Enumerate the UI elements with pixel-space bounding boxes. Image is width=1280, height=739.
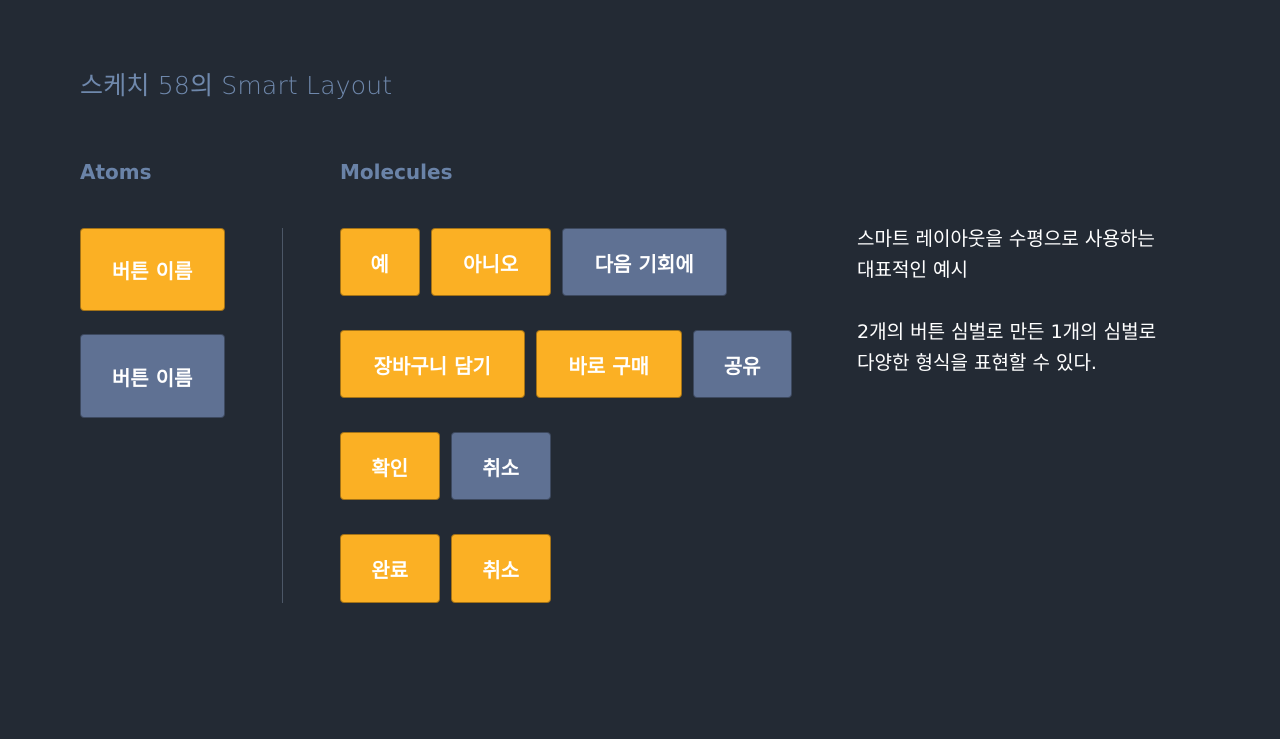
molecules-label: Molecules (340, 160, 453, 184)
section-divider (282, 228, 283, 603)
cancel-button-alt[interactable]: 취소 (451, 534, 551, 603)
next-time-button[interactable]: 다음 기회에 (562, 228, 727, 296)
cancel-button[interactable]: 취소 (451, 432, 551, 500)
description-paragraph-2: 2개의 버튼 심벌로 만든 1개의 심벌로 다양한 형식을 표현할 수 있다. (857, 317, 1237, 379)
page-title: 스케치 58의 Smart Layout (80, 71, 393, 100)
atoms-label: Atoms (80, 160, 152, 184)
atom-button-primary[interactable]: 버튼 이름 (80, 228, 225, 311)
description-line: 대표적인 예시 (857, 259, 968, 281)
confirm-button[interactable]: 확인 (340, 432, 440, 500)
description-line: 다양한 형식을 표현할 수 있다. (857, 352, 1097, 374)
description-line: 스마트 레이아웃을 수평으로 사용하는 (857, 228, 1155, 250)
no-button[interactable]: 아니오 (431, 228, 551, 296)
done-button[interactable]: 완료 (340, 534, 440, 603)
buy-now-button[interactable]: 바로 구매 (536, 330, 682, 398)
description-line: 2개의 버튼 심벌로 만든 1개의 심벌로 (857, 321, 1157, 343)
share-button[interactable]: 공유 (693, 330, 792, 398)
atom-button-secondary[interactable]: 버튼 이름 (80, 334, 225, 418)
yes-button[interactable]: 예 (340, 228, 420, 296)
add-to-cart-button[interactable]: 장바구니 담기 (340, 330, 525, 398)
description-paragraph-1: 스마트 레이아웃을 수평으로 사용하는 대표적인 예시 (857, 224, 1237, 286)
